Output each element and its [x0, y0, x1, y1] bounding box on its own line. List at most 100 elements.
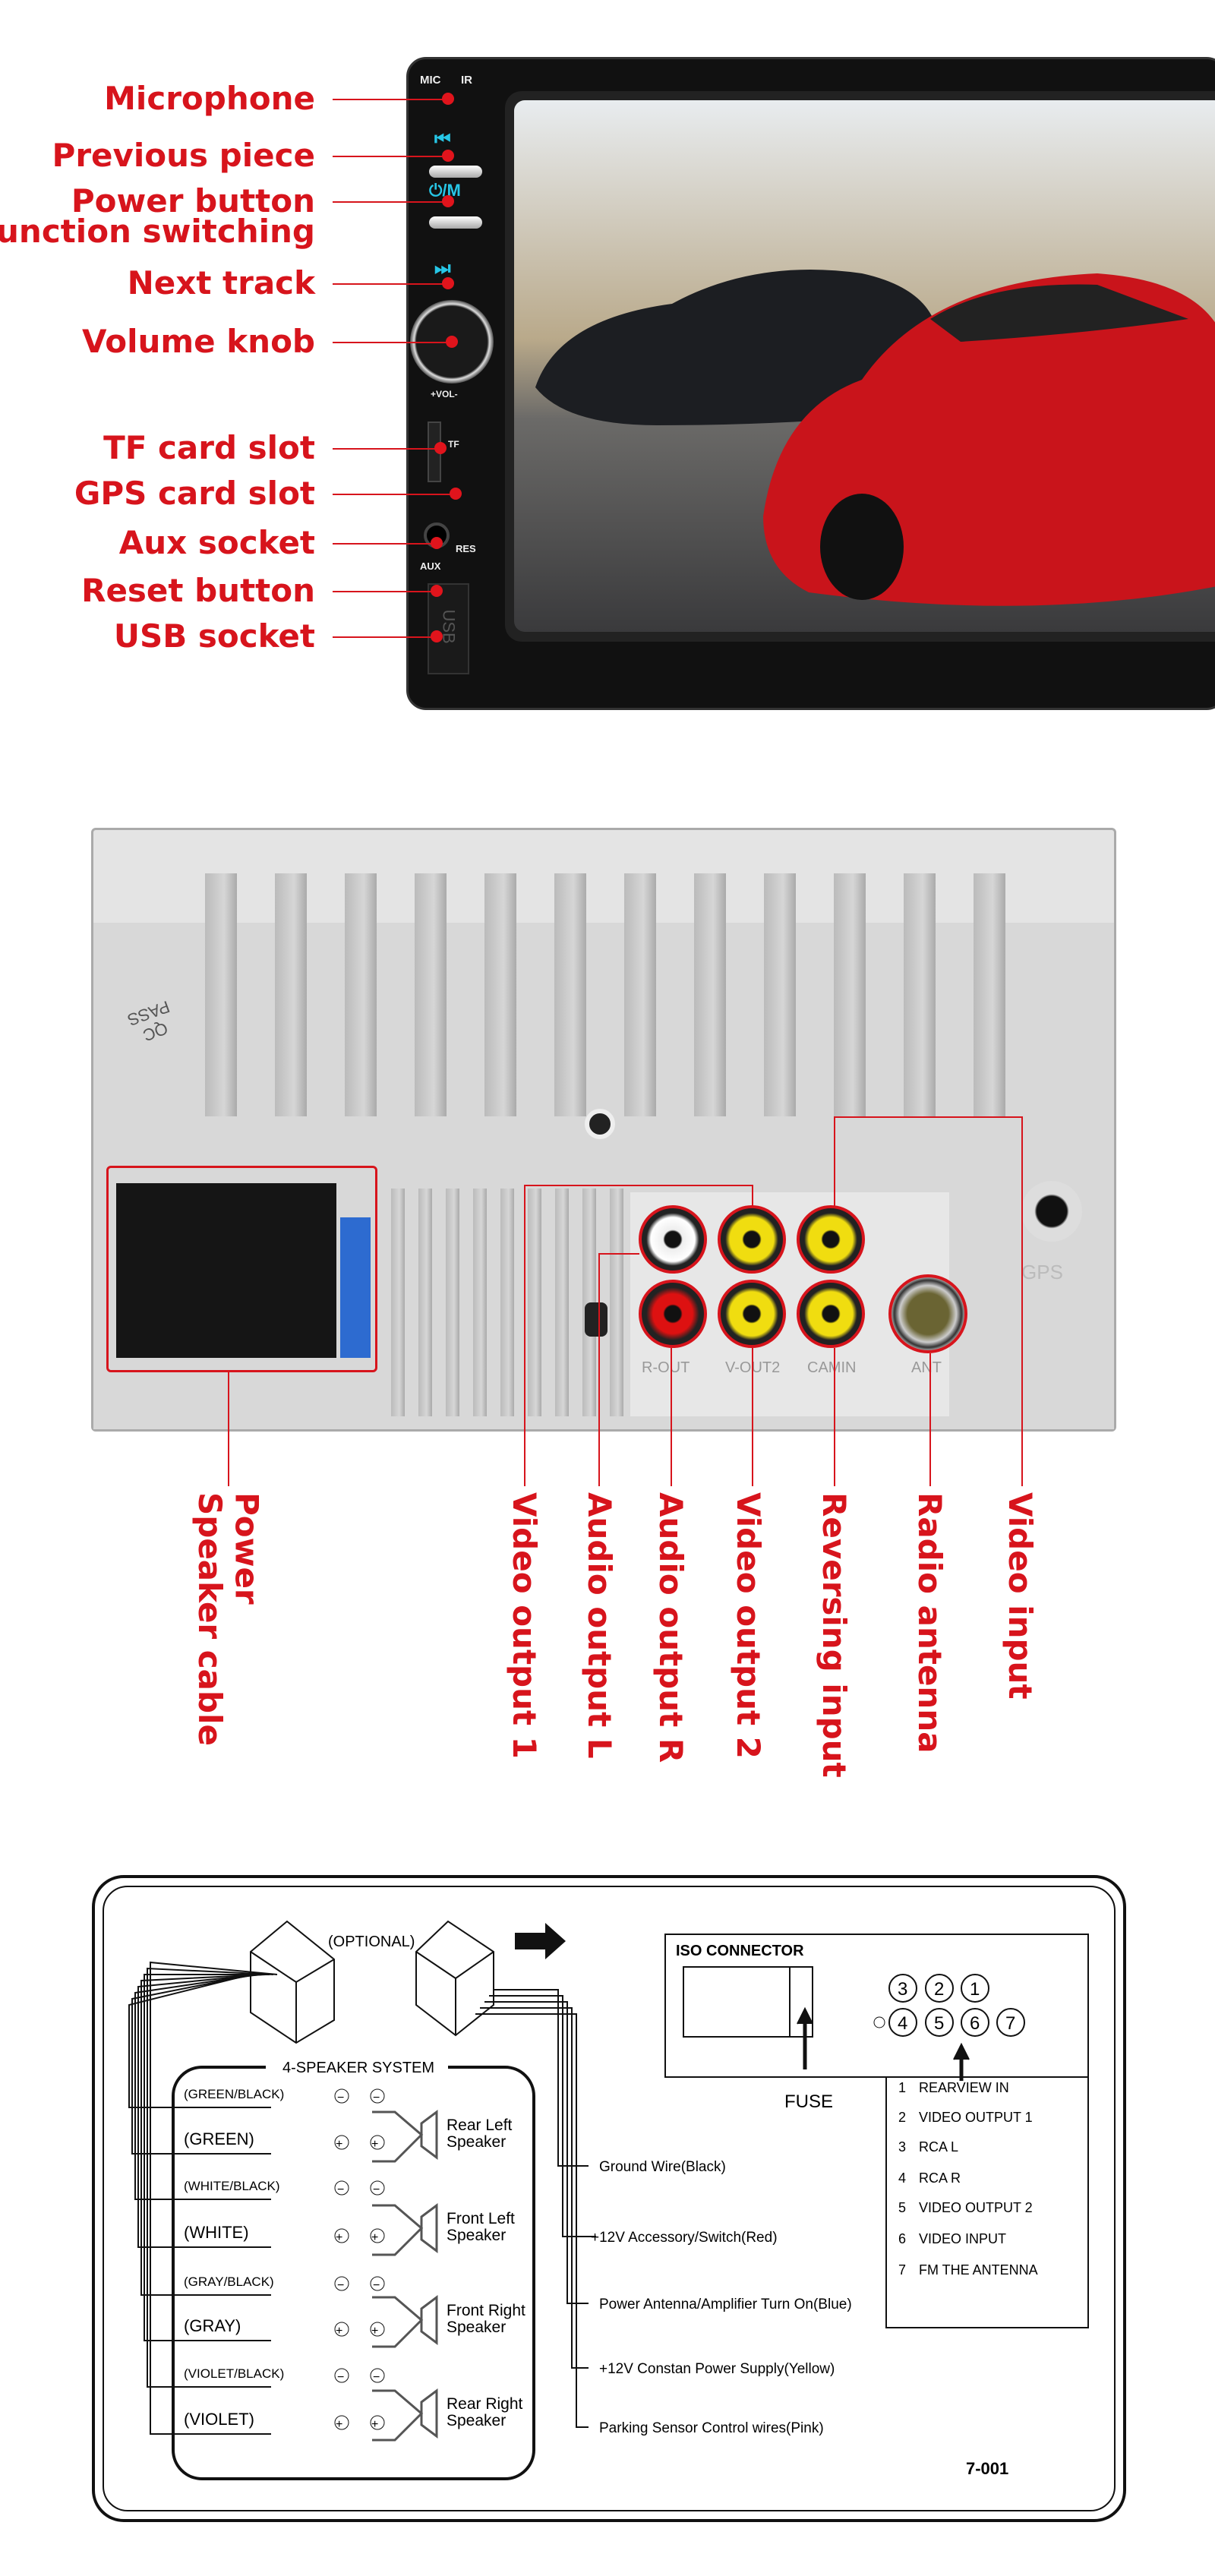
vol-label: +VOL-	[431, 389, 458, 399]
fuse-label: FUSE	[784, 2091, 833, 2112]
plus-icon	[334, 2415, 349, 2430]
iso-connector-graphic	[683, 1966, 970, 2081]
wire-color-label: (WHITE/BLACK)	[184, 2179, 280, 2193]
wire-color-label: (GRAY)	[184, 2316, 241, 2335]
wire-color-label: (VIOLET/BLACK)	[184, 2366, 284, 2381]
pin-marker	[873, 2016, 885, 2028]
rca-audio-r-jack[interactable]	[639, 1280, 707, 1348]
minus-icon	[370, 2180, 385, 2196]
pointer-line	[333, 591, 437, 592]
wire-color-label: (GRAY/BLACK)	[184, 2275, 274, 2289]
front-label-7: GPS card slot	[74, 475, 315, 512]
minus-icon	[334, 2276, 349, 2291]
ir-label: IR	[461, 74, 472, 87]
speaker-icon	[372, 2110, 438, 2163]
previous-track-icon[interactable]: ⏮	[434, 129, 451, 150]
front-label-1: Previous piece	[52, 137, 315, 174]
rca-video-in-jack[interactable]	[797, 1205, 865, 1274]
speaker-wire	[144, 1974, 271, 2341]
plus-icon	[370, 2228, 385, 2243]
power-wire-label: +12V Accessory/Switch(Red)	[591, 2230, 778, 2246]
vent-slot	[610, 1189, 623, 1416]
iso-connector-box	[664, 1934, 1089, 2078]
label-speaker-cable: Speaker cable	[191, 1492, 229, 1746]
polarity-sign: +	[371, 2325, 378, 2338]
speaker-wire	[147, 1967, 274, 2388]
wire-color-label: (GREEN/BLACK)	[184, 2087, 284, 2101]
pin-list-text: VIDEO INPUT	[919, 2231, 1006, 2246]
speaker-name: Speaker	[447, 2133, 506, 2151]
vent-slot	[391, 1189, 405, 1416]
pointer-dot	[434, 442, 447, 454]
speaker-name: Front Left	[447, 2210, 515, 2227]
pointer-dot	[431, 537, 443, 549]
plus-icon	[334, 2322, 349, 2337]
ant-label: ANT	[911, 1359, 942, 1376]
pointer-dot	[442, 277, 454, 289]
pointer-line	[333, 156, 448, 157]
heat-sink-fin	[205, 873, 237, 1116]
minus-icon	[334, 2180, 349, 2196]
vent-slot	[528, 1189, 541, 1416]
plus-icon	[370, 2135, 385, 2150]
speaker-name: Rear Right	[447, 2395, 523, 2413]
pin-list-number: 5	[898, 2200, 906, 2215]
heat-sink-fin	[554, 873, 586, 1116]
optional-label: (OPTIONAL)	[328, 1934, 415, 1950]
usb-socket[interactable]: USB	[428, 583, 469, 674]
pin-list-number: 1	[898, 2080, 906, 2095]
pin-list-number: 2	[898, 2110, 906, 2125]
diagram-code: 7-001	[966, 2459, 1008, 2478]
pointer-dot	[442, 93, 454, 105]
next-track-icon[interactable]: ⏭	[434, 258, 451, 279]
vent-slot	[418, 1189, 432, 1416]
pointer-line	[333, 283, 448, 285]
pin-list-number: 4	[898, 2170, 906, 2186]
power-wire-label: Parking Sensor Control wires(Pink)	[599, 2420, 824, 2436]
speaker-name: Speaker	[447, 2319, 506, 2336]
heat-sink-fin	[904, 873, 936, 1116]
front-label-9: Reset button	[81, 572, 315, 609]
minus-icon	[370, 2368, 385, 2383]
label-reversing-input: Reversing input	[816, 1492, 854, 1778]
power-speaker-connector[interactable]	[106, 1166, 377, 1372]
previous-button[interactable]	[429, 166, 482, 178]
pin-number: 3	[898, 1979, 907, 2000]
pin-list-box	[885, 2076, 1089, 2328]
pin-number: 5	[934, 2013, 944, 2034]
speaker-system-title: 4-SPEAKER SYSTEM	[282, 2060, 434, 2076]
label-radio-antenna: Radio antenna	[911, 1492, 949, 1754]
camin-label: CAMIN	[807, 1359, 857, 1376]
power-wire-label: Ground Wire(Black)	[599, 2159, 726, 2175]
antenna-jack[interactable]	[888, 1274, 967, 1353]
pin-list-number: 3	[898, 2139, 906, 2155]
r-out-label: R-OUT	[642, 1359, 690, 1376]
screw-hole	[585, 1109, 615, 1139]
heat-sink-fin	[974, 873, 1005, 1116]
speaker-wire	[140, 1974, 271, 2296]
rca-video-out2-jack[interactable]	[718, 1280, 786, 1348]
label-audio-output-l: Audio output L	[581, 1492, 619, 1759]
gps-socket[interactable]	[1021, 1181, 1082, 1242]
rca-audio-l-jack[interactable]	[639, 1205, 707, 1274]
vent-slot	[555, 1189, 569, 1416]
car-image	[514, 100, 1215, 632]
audio-l-socket[interactable]	[585, 1302, 608, 1337]
screen	[505, 91, 1215, 642]
heat-sink-fin	[275, 873, 307, 1116]
rca-video-out1-jack[interactable]	[718, 1205, 786, 1274]
power-button[interactable]	[429, 216, 482, 229]
pin-circle	[961, 2008, 989, 2037]
power-wire	[480, 2007, 589, 2369]
pin-circle	[961, 1974, 989, 2003]
pointer-line	[333, 494, 456, 495]
pin-number: 7	[1005, 2013, 1015, 2034]
rca-camin-jack[interactable]	[797, 1280, 865, 1348]
heat-sink-fin	[415, 873, 447, 1116]
pointer-line	[333, 99, 448, 100]
pin-list-text: RCA R	[919, 2170, 961, 2186]
speaker-icon	[372, 2388, 438, 2442]
heat-sink-fin	[484, 873, 516, 1116]
label-audio-output-r: Audio output R	[652, 1492, 690, 1763]
pin-circle	[996, 2008, 1025, 2037]
